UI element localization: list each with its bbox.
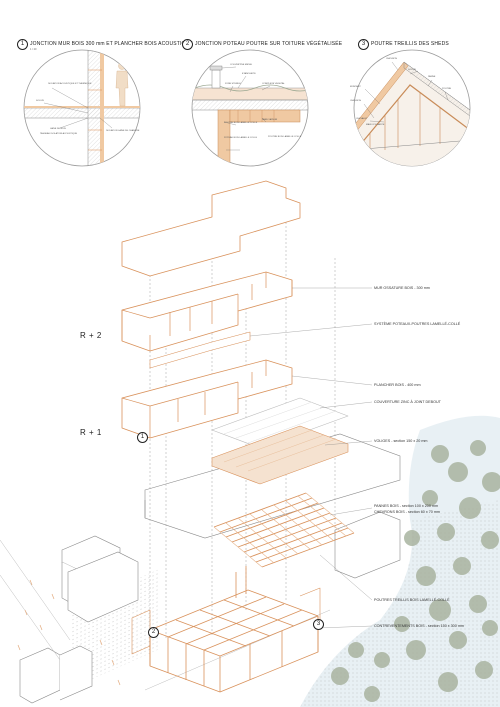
- detail-1-note-3: LAINE DE BOIS: [50, 128, 66, 130]
- detail-2-note-3: ZONE STERILE: [225, 83, 241, 85]
- detail-2-note-4: COMPLEXE VEGETAL: [262, 83, 285, 85]
- detail-3-note-6: CHEVRON: [350, 100, 361, 102]
- detail-3-number: 3: [358, 39, 369, 50]
- detail-3-note-5: MONTANT: [350, 86, 361, 88]
- callout-pannes: PANNES BOIS - section 100 x 200 mm: [374, 504, 439, 508]
- callout-contreventements: CONTREVENTEMENTS BOIS - section 150 x 30…: [374, 624, 464, 628]
- detail-1-note-5: ISOLATION LAINE DE CHANVRE: [106, 130, 140, 132]
- detail-3-note-2: SOLIVE: [408, 69, 416, 71]
- level-label-r1: R + 1: [80, 428, 102, 437]
- callout-mur-ossature: MUR OSSATURE BOIS - 300 mm: [374, 286, 430, 290]
- detail-2-note-5: PARE VAPEUR: [262, 119, 278, 121]
- detail-3-title: POUTRE TREILLIS DES SHEDS: [371, 41, 449, 47]
- detail-3-note-3: PANNE: [428, 76, 436, 78]
- detail-1-note-1: ISOLATION ACOUSTIQUE ET THERMIQUE: [48, 83, 92, 85]
- detail-1-drawing: [23, 49, 141, 167]
- callout-couverture-zinc: COUVERTURE ZINC À JOINT DEBOUT: [374, 400, 441, 404]
- detail-3-note-1: CHEVRON: [386, 58, 397, 60]
- detail-1-scale: 1 / 20: [30, 48, 37, 51]
- detail-3-note-7: CHEVALET: [356, 118, 368, 120]
- callout-poutres-treillis: POUTRES TREILLIS BOIS LAMELLÉ-COLLÉ: [374, 598, 450, 602]
- detail-2-note-1: COUVERTINE METAL: [230, 64, 253, 66]
- detail-2-note-6: POUTRE BOIS LAMELLE COLLE: [224, 122, 258, 124]
- detail-2-number: 2: [182, 39, 193, 50]
- detail-2-title: JONCTION POTEAU POUTRE SUR TOITURE VÉGÉT…: [195, 41, 343, 47]
- detail-3-note-4: POUTRE: [442, 88, 452, 90]
- callout-voliges: VOLIGES - section 150 x 20 mm: [374, 439, 428, 443]
- detail-2-note-8: POUTRE BOIS LAMELLE COLLE: [268, 136, 302, 138]
- callout-plancher: PLANCHER BOIS - 400 mm: [374, 383, 421, 387]
- detail-1-number: 1: [17, 39, 28, 50]
- detail-1-title: JONCTION MUR BOIS 300 mm ET PLANCHER BOI…: [30, 41, 193, 47]
- detail-2-drawing: [191, 49, 309, 167]
- trees: [331, 440, 500, 702]
- detail-3-drawing: [353, 49, 471, 167]
- detail-2-note-7: POTEAU BOIS LAMELLE COLLE: [224, 137, 258, 139]
- detail-marker-1: 1: [137, 432, 148, 443]
- callout-poteaux-poutres: SYSTÈME POTEAUX-POUTRES LAMELLÉ-COLLÉ: [374, 322, 461, 326]
- detail-3-note-8: MAIN COURANTE: [366, 124, 385, 126]
- detail-1-note-2: SOLIVE: [36, 100, 44, 102]
- callout-chevrons: CHEVRONS BOIS - section 60 x 70 mm: [374, 510, 440, 514]
- level-label-r2: R + 2: [80, 331, 102, 340]
- detail-marker-3: 3: [313, 619, 324, 630]
- detail-2-note-2: ETANCHEITE: [242, 73, 256, 75]
- detail-1-note-4: TASSEAU ISOLATION ACOUSTIQUE: [40, 133, 78, 135]
- exploded-axonometric: [121, 180, 373, 693]
- detail-marker-2: 2: [148, 627, 159, 638]
